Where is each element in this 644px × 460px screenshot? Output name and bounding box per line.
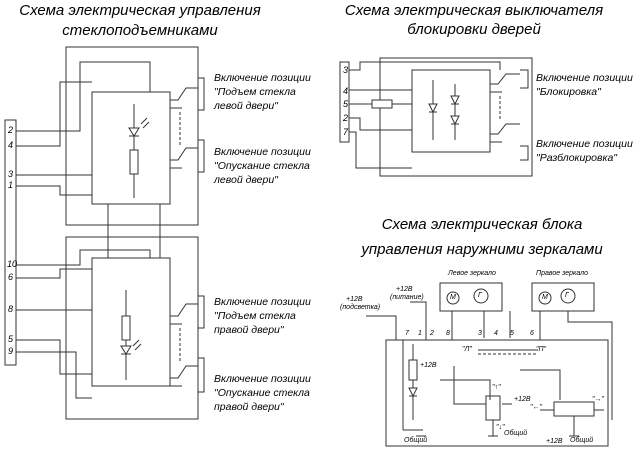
light-supply-label: +12В xyxy=(346,296,363,303)
mirror-pin-7: 7 xyxy=(405,330,409,337)
door-lock-pin-3: 3 xyxy=(343,65,349,75)
door-lock-pin-7: 7 xyxy=(343,127,349,137)
power-supply-note: (питание) xyxy=(390,294,424,301)
window-pin-2: 2 xyxy=(8,125,14,135)
right-mirror-label: Правое зеркало xyxy=(536,270,589,277)
door-lock-title-line1: Схема электрическая выключателя xyxy=(344,2,604,19)
door-lock-pin-4: 4 xyxy=(343,86,349,96)
right-generator-G: Г xyxy=(565,292,569,299)
window-lifter-title-line1: Схема электрическая управления xyxy=(19,2,261,19)
window-pin-6: 6 xyxy=(8,272,14,282)
left-mirror-motor xyxy=(447,292,459,304)
mirror-pin-8: 8 xyxy=(446,330,450,337)
right-door-switch-box xyxy=(66,237,198,419)
window-pin-9: 9 xyxy=(8,346,14,356)
plus12-label-right: +12В xyxy=(546,438,563,445)
left-motor-M: M xyxy=(450,294,456,301)
left-generator-G: Г xyxy=(478,292,482,299)
window-pin-4: 4 xyxy=(8,140,14,150)
door-lock-pin-2: 2 xyxy=(343,113,349,123)
power-supply-label: +12В xyxy=(396,286,413,293)
door-lock-schematic xyxy=(340,58,532,176)
right-motor-M: M xyxy=(542,294,548,301)
ground-label-center: Общий xyxy=(504,430,528,437)
window-connector-strip xyxy=(5,120,16,365)
ground-label-left: Общий xyxy=(404,437,428,444)
mirror-pin-4: 4 xyxy=(494,330,498,337)
door-lock-title-line2: блокировки дверей xyxy=(407,21,541,38)
left-mirror-label: Левое зеркало xyxy=(448,270,496,277)
left-door-switch-box xyxy=(66,47,198,225)
window-pin-3: 3 xyxy=(8,169,14,179)
mirror-schematic xyxy=(366,283,612,446)
mirror-title-line2: управления наружними зеркалами xyxy=(361,241,603,258)
door-lock-pin-5: 5 xyxy=(343,99,349,109)
pos-left-label: "←" xyxy=(530,404,542,411)
plus12-label-left: +12В xyxy=(420,362,437,369)
plus12-label-center: +12В xyxy=(514,396,531,403)
light-supply-note: (подсветка) xyxy=(340,304,381,311)
right-mirror-motor xyxy=(539,292,551,304)
window-lifter-schematic xyxy=(5,47,204,419)
switch-left-label: "Л" xyxy=(462,346,472,353)
window-lifter-title-line2: стеклоподъемниками xyxy=(62,22,218,39)
switch-right-label: "П" xyxy=(536,346,547,353)
mirror-pin-3: 3 xyxy=(478,330,482,337)
pos-down-label: "↓" xyxy=(496,424,505,431)
mirror-pin-1: 1 xyxy=(418,330,422,337)
left-mirror-generator xyxy=(474,289,488,303)
window-pin-10: 10 xyxy=(7,259,18,269)
door-lock-connector-strip xyxy=(340,62,349,142)
window-pin-1: 1 xyxy=(8,180,14,190)
mirror-pin-5: 5 xyxy=(510,330,514,337)
mirror-pin-6: 6 xyxy=(530,330,534,337)
mirror-title-line1: Схема электрическая блока xyxy=(381,216,583,233)
mirror-pin-2: 2 xyxy=(430,330,434,337)
right-mirror-generator xyxy=(561,289,575,303)
window-pin-8: 8 xyxy=(8,304,14,314)
window-pin-5: 5 xyxy=(8,334,14,344)
ground-label-right: Общий xyxy=(570,437,594,444)
pos-up-label: "↑" xyxy=(492,384,501,391)
pos-right-label: "→" xyxy=(592,396,604,403)
